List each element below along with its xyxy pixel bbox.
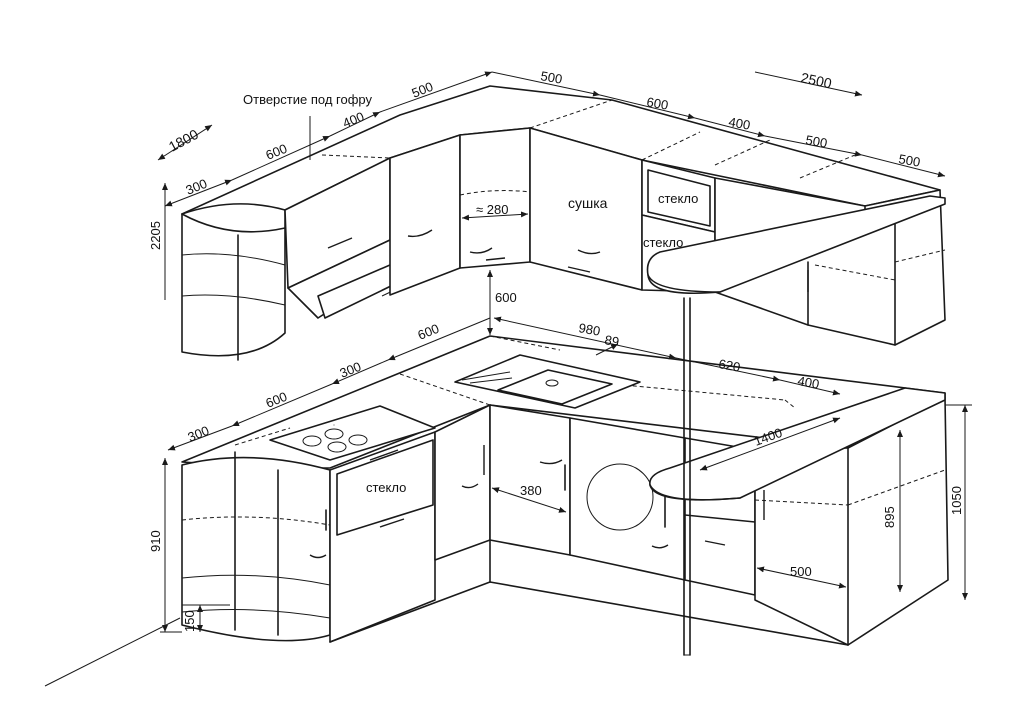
approx-280-label: ≈ 280 xyxy=(476,202,508,217)
dim-2205: 2205 xyxy=(148,221,163,250)
floor-line xyxy=(44,617,181,687)
dim-1050: 1050 xyxy=(949,486,964,515)
dim-gap-600: 600 xyxy=(495,290,517,305)
dim-low-300-front: 300 xyxy=(186,423,212,445)
dim-top-400-b: 400 xyxy=(727,114,751,133)
dim-low-980: 980 xyxy=(577,320,601,339)
dim-150: 150 xyxy=(182,610,197,632)
dim-2500: 2500 xyxy=(799,69,833,91)
dim-door-500: 500 xyxy=(790,564,812,579)
dim-top-500-b: 500 xyxy=(804,132,828,151)
dim-top-600: 600 xyxy=(264,141,290,163)
dim-door-380: 380 xyxy=(520,483,542,498)
glass-label-upper-1: стекло xyxy=(658,191,698,206)
upper-cabinets xyxy=(181,85,946,361)
dim-low-620: 620 xyxy=(717,356,741,375)
dim-top-400: 400 xyxy=(341,109,367,131)
dim-low-89: 89 xyxy=(603,332,620,349)
glass-label-upper-2: стекло xyxy=(643,235,683,250)
hole-label: Отверстие под гофру xyxy=(243,92,372,107)
dim-low-300-back: 300 xyxy=(338,359,364,381)
dim-top-500-left: 500 xyxy=(410,79,436,101)
dim-top-300: 300 xyxy=(184,176,210,198)
dim-top-500-a: 500 xyxy=(539,68,563,87)
lower-cabinets xyxy=(181,297,949,656)
dim-1800: 1800 xyxy=(166,126,201,155)
dimension-lines xyxy=(157,71,972,633)
dim-low-400: 400 xyxy=(796,373,820,392)
dim-top-500-c: 500 xyxy=(897,151,921,170)
glass-label-lower: стекло xyxy=(366,480,406,495)
dim-low-600-front: 600 xyxy=(264,389,290,411)
drying-label: сушка xyxy=(568,195,608,211)
dim-910: 910 xyxy=(148,530,163,552)
dim-895: 895 xyxy=(882,506,897,528)
dim-top-600-b: 600 xyxy=(645,94,669,113)
